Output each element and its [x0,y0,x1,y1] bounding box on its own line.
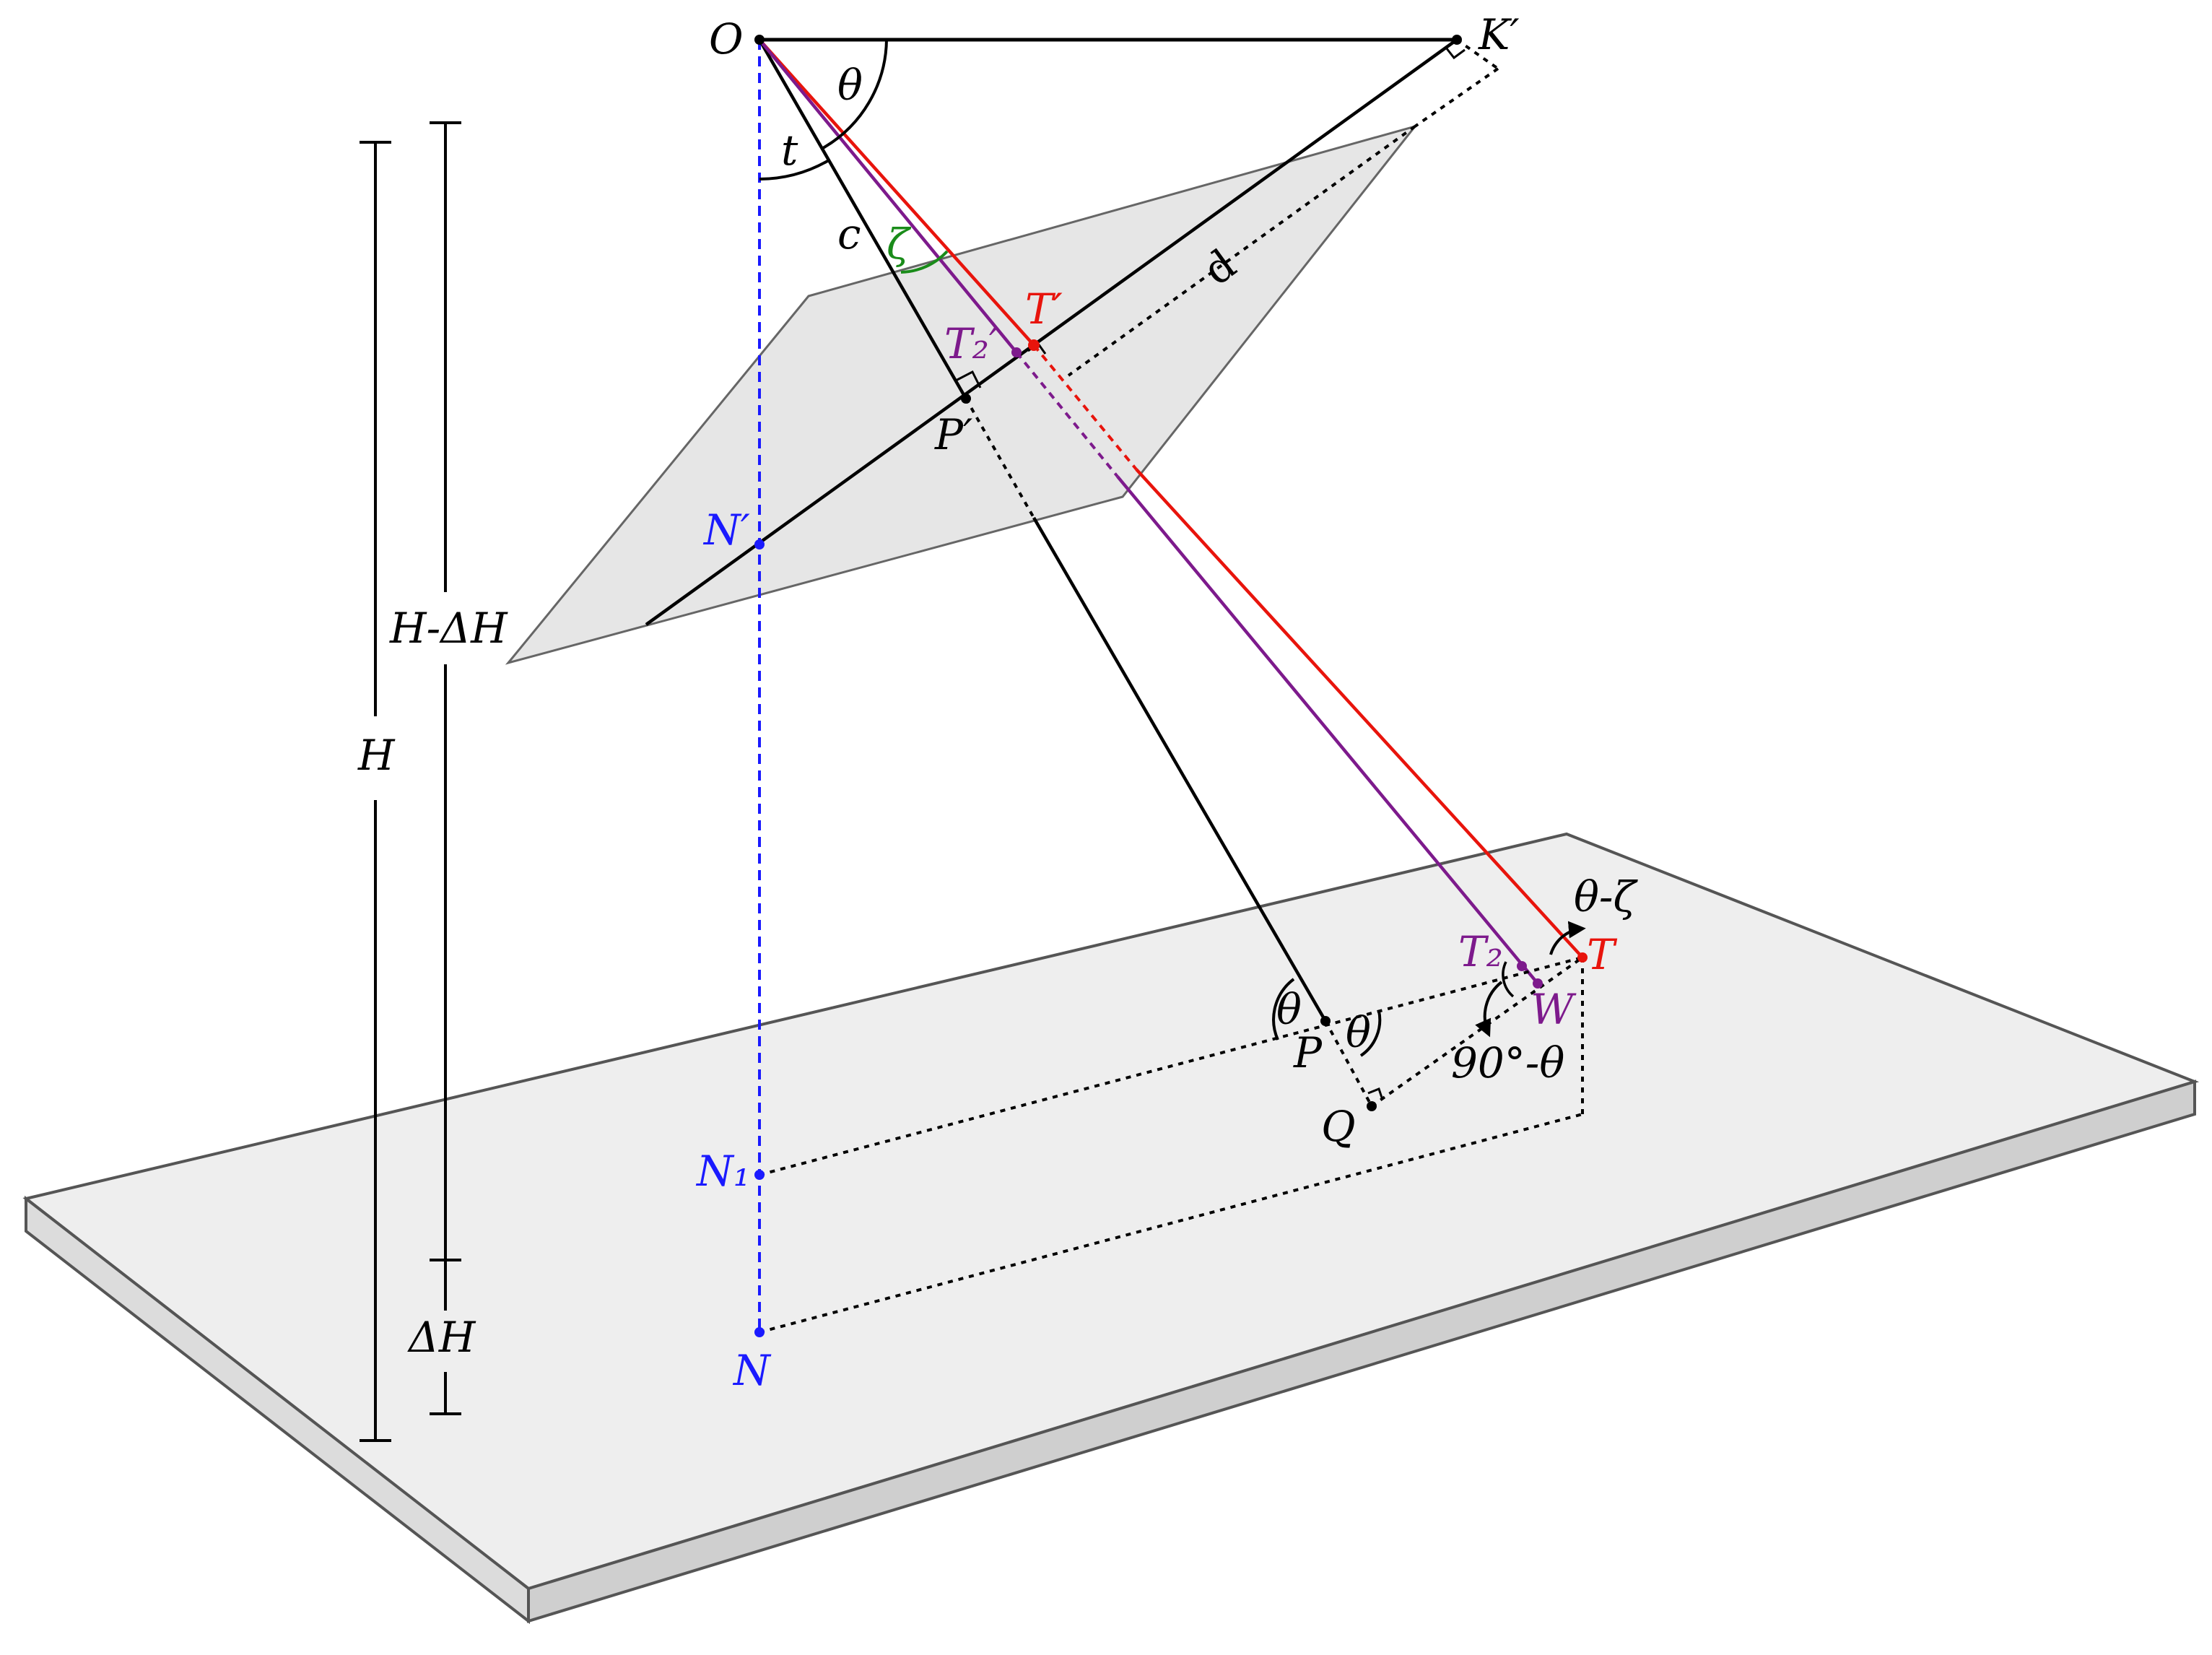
ground-construction [759,956,1584,1334]
ray-OT-lower [1135,468,1584,959]
label-P-prime: P′ [934,410,972,459]
angle-arc-theta-zeta [1549,921,1586,955]
height-bar-H [360,141,391,1442]
label-H-minus-dH: H-ΔH [389,604,508,653]
label-W: W [1530,985,1577,1034]
ray-OT-dotted [1032,344,1138,471]
ray-OW-lower [1116,475,1539,985]
label-N1: N₁ [695,1147,750,1196]
ground-plane [22,832,2200,1625]
label-N-prime: N′ [702,505,750,555]
height-bar-dH [430,1260,461,1415]
label-H: H [357,731,396,780]
principal-axis-lower [1032,516,1327,1022]
angle-arc-zeta [900,250,949,274]
label-dH: ΔH [407,1313,476,1362]
right-angle-Q [1367,1087,1384,1100]
angle-arc-theta-left [1272,978,1295,1041]
label-T2: T₂ [1458,927,1503,976]
label-Q: Q [1321,1102,1356,1151]
angle-arc-theta-top [822,39,888,149]
label-N: N [732,1346,772,1395]
label-T-prime: T′ [1025,284,1063,334]
segment-K-line [645,38,1458,626]
segment-d [1067,38,1499,377]
principal-axis-upper [758,38,967,400]
label-c: c [837,209,861,259]
point-dots [754,35,1588,1337]
label-theta-zeta: θ-ζ [1574,872,1639,921]
right-angle-P-prime [954,370,982,388]
right-angle-K [1445,47,1466,60]
ray-OW-upper [758,38,1018,354]
label-theta-left: θ [1276,985,1302,1034]
angle-arc-t [759,159,830,181]
label-t: t [781,126,798,175]
label-theta-top: θ [837,61,863,110]
label-K-prime: K′ [1478,10,1520,59]
label-P: P [1293,1028,1323,1077]
label-90-theta: 90°-θ [1451,1038,1564,1087]
label-T2-prime: T₂′ [944,319,998,368]
ray-OW-dotted [1015,351,1119,478]
ray-OT-upper [758,38,1035,347]
angle-arc-theta-right [1359,1010,1382,1057]
label-theta-right: θ [1346,1008,1371,1057]
angle-arc-w [1502,961,1515,998]
label-T: T [1587,930,1618,979]
image-plane [505,124,1419,665]
label-O: O [709,14,744,64]
label-zeta: ζ [887,220,912,269]
height-bar-H-minus-dH [430,121,461,1261]
angle-arc-90-theta [1475,981,1503,1038]
principal-axis-dotted [965,398,1035,518]
